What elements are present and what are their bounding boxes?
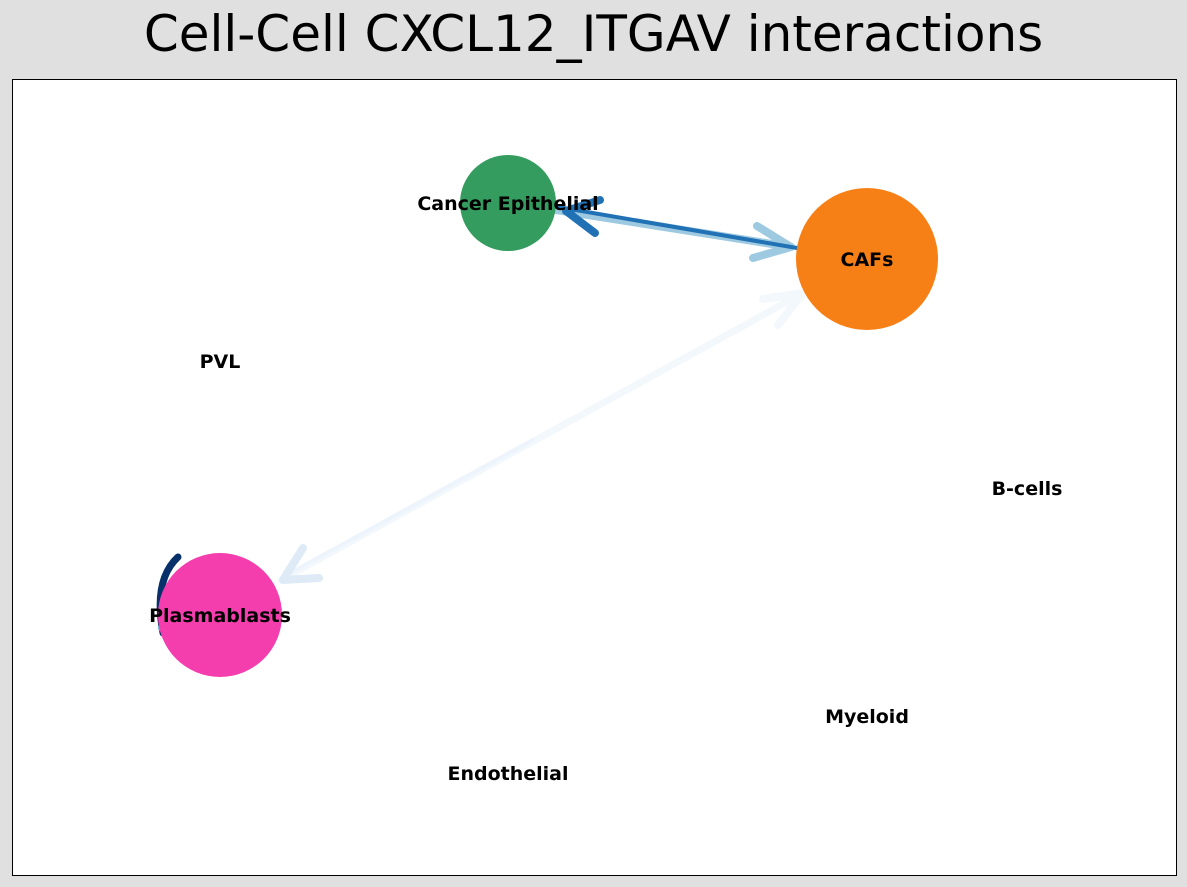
label-pvl: PVL <box>200 351 241 373</box>
label-cancer-epithelial: Cancer Epithelial <box>417 193 598 215</box>
label-plasmablasts: Plasmablasts <box>149 605 291 627</box>
node-cafs[interactable] <box>796 188 938 330</box>
label-endothelial: Endothelial <box>447 763 568 785</box>
arrowhead-cafs-from-plasmablasts <box>759 289 807 329</box>
nodes-layer <box>158 155 938 677</box>
arrowhead-cancer-epithelial <box>562 196 604 237</box>
network-graph: Cancer Epithelial CAFs PVL B-cells Plasm… <box>149 155 1062 785</box>
label-myeloid: Myeloid <box>825 706 909 728</box>
node-cancer-epithelial[interactable] <box>460 155 556 251</box>
edges-layer <box>156 196 807 639</box>
edge-cafs-to-cancer-epithelial <box>556 205 799 250</box>
arrowhead-plasmablasts <box>279 544 323 584</box>
node-plasmablasts[interactable] <box>158 553 282 677</box>
label-b-cells: B-cells <box>992 478 1063 500</box>
label-cafs: CAFs <box>841 249 894 271</box>
edge-cafs-to-plasmablasts <box>281 438 535 579</box>
network-plot-area: Cancer Epithelial CAFs PVL B-cells Plasm… <box>12 79 1177 876</box>
labels-layer: Cancer Epithelial CAFs PVL B-cells Plasm… <box>149 193 1062 785</box>
chart-title: Cell-Cell CXCL12_ITGAV interactions <box>143 5 1044 63</box>
